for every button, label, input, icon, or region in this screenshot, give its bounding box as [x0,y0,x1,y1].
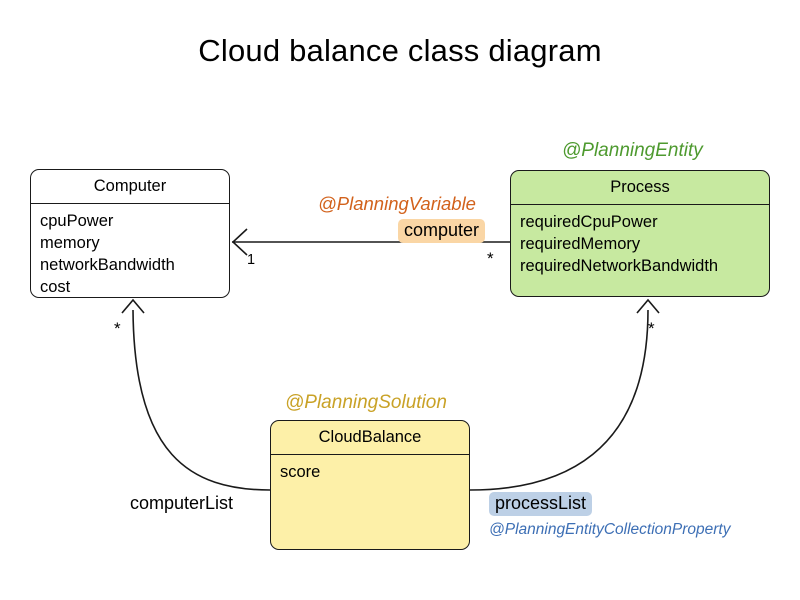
class-box-process[interactable]: Process requiredCpuPower requiredMemory … [510,170,770,297]
field-cost: cost [40,277,71,296]
field-network-bandwidth: networkBandwidth [40,255,175,274]
stereotype-planning-variable: @PlanningVariable [318,193,476,214]
stereotype-planning-entity: @PlanningEntity [562,140,703,161]
diagram-title: Cloud balance class diagram [198,33,602,68]
class-name-computer: Computer [31,170,229,204]
role-label-computer: computer [398,219,486,243]
connector-cloudbalance-to-process [469,298,660,491]
stereotype-planning-entity-collection-property: @PlanningEntityCollectionProperty [489,521,731,538]
field-required-cpu-power: requiredCpuPower [520,212,658,231]
arrowhead-to-computer [231,228,248,256]
arrowhead-to-computer-bottom [121,298,145,314]
multiplicity-many-process-side: * [487,249,494,268]
class-fields-process: requiredCpuPower requiredMemory required… [511,205,769,277]
role-label-process-list: processList [489,492,593,516]
field-cpu-power: cpuPower [40,211,114,230]
field-required-memory: requiredMemory [520,234,641,253]
field-memory: memory [40,233,100,252]
class-box-computer[interactable]: Computer cpuPower memory networkBandwidt… [30,169,230,298]
role-label-computer-list: computerList [130,493,234,513]
connector-cloudbalance-to-computer [121,298,271,491]
multiplicity-many-process-list: * [648,319,655,338]
field-score: score [280,462,321,481]
multiplicity-many-computer-list: * [114,319,121,338]
class-box-cloudbalance[interactable]: CloudBalance score [270,420,470,550]
multiplicity-one: 1 [247,252,256,268]
stereotype-planning-solution: @PlanningSolution [285,392,447,413]
class-name-cloudbalance: CloudBalance [271,421,469,455]
arrowhead-to-process-bottom [636,298,660,314]
class-name-process: Process [511,171,769,205]
class-fields-cloudbalance: score [271,455,469,483]
field-required-network-bandwidth: requiredNetworkBandwidth [520,256,719,275]
class-fields-computer: cpuPower memory networkBandwidth cost [31,204,229,298]
